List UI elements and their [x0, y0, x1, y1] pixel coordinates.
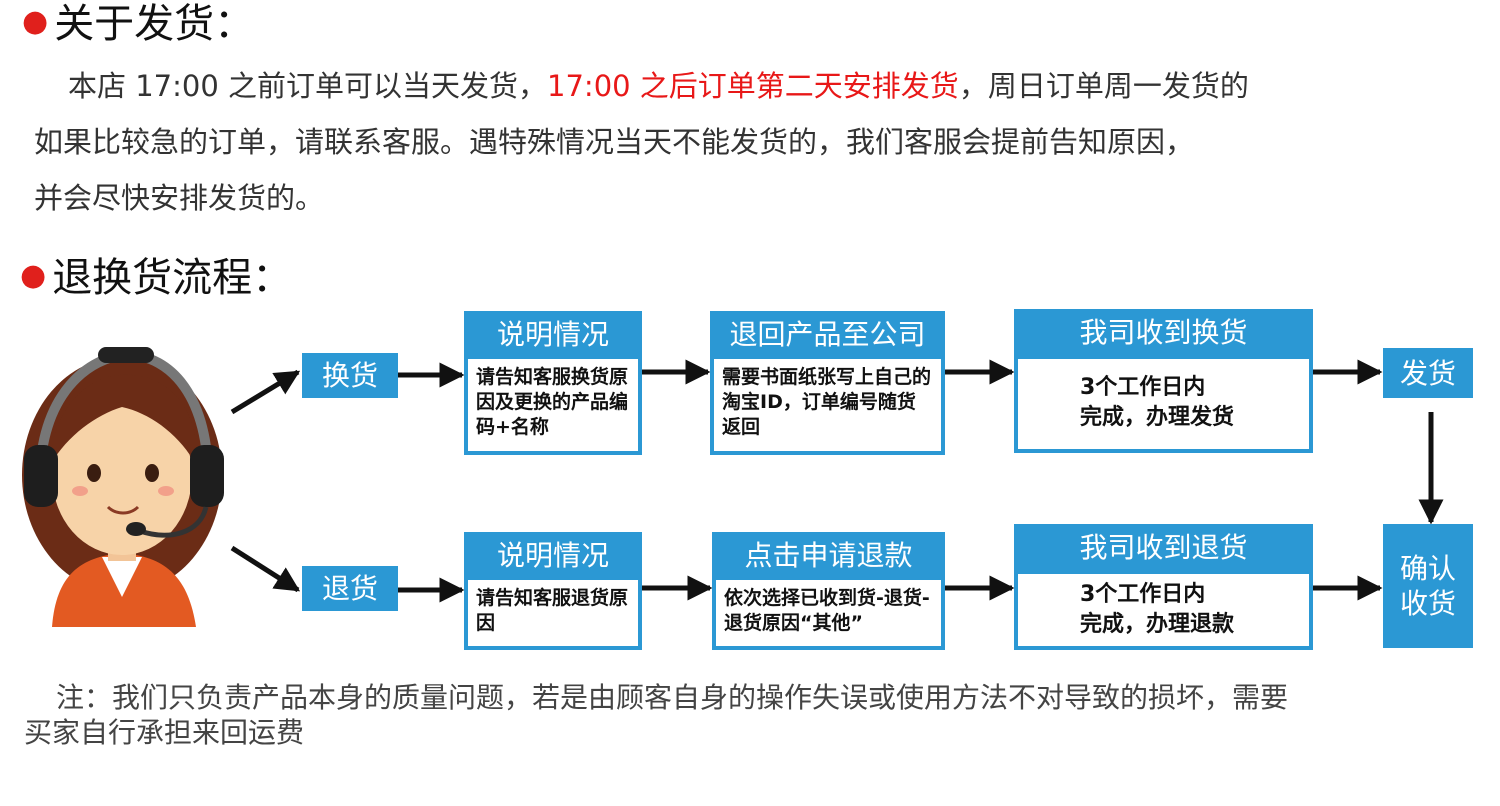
confirm-tag-line-1: 确认	[1399, 552, 1456, 585]
step-body: 3个工作日内 完成，办理退款	[1018, 574, 1309, 646]
confirm-receipt-tag: 确认 收货	[1383, 524, 1473, 648]
confirm-tag-line-2: 收货	[1399, 587, 1456, 620]
ship-tag: 发货	[1383, 348, 1473, 398]
note-line-1: 注：我们只负责产品本身的质量问题，若是由顾客自身的操作失误或使用方法不对导致的损…	[56, 681, 1289, 714]
step-body-line-2: 完成，办理发货	[1080, 405, 1235, 430]
step-body: 请告知客服换货原因及更换的产品编码+名称	[468, 359, 638, 451]
shipping-line-1-b: ，周日订单周一发货的	[958, 69, 1249, 103]
process-heading-text: 退换货流程：	[52, 255, 293, 301]
return-step-apply-refund: 点击申请退款 依次选择已收到货-退货-退货原因“其他”	[712, 532, 945, 650]
return-tag: 退货	[302, 566, 398, 611]
step-title: 退回产品至公司	[729, 318, 926, 351]
bullet-icon: ●	[20, 258, 47, 293]
shipping-line-3: 并会尽快安排发货的。	[34, 181, 325, 215]
shipping-heading: ●关于发货：	[22, 4, 254, 44]
exchange-step-return-product: 退回产品至公司 需要书面纸张写上自己的淘宝ID，订单编号随货返回	[710, 311, 945, 455]
step-body-line-2: 完成，办理退款	[1080, 612, 1235, 637]
step-body-line-1: 3个工作日内	[1080, 582, 1206, 607]
step-title: 点击申请退款	[744, 539, 913, 572]
arrow-right-icon	[230, 369, 301, 415]
arrow-right-icon	[230, 545, 301, 593]
shipping-line-1: 本店 17:00 之前订单可以当天发货，17:00 之后订单第二天安排发货，周日…	[34, 58, 1249, 114]
bullet-icon: ●	[22, 4, 49, 39]
customer-service-agent-illustration	[22, 347, 224, 627]
return-step-received: 我司收到退货 3个工作日内 完成，办理退款	[1014, 524, 1313, 650]
step-body: 需要书面纸张写上自己的淘宝ID，订单编号随货返回	[714, 359, 941, 451]
step-body: 请告知客服退货原因	[468, 580, 638, 646]
shipping-heading-text: 关于发货：	[54, 1, 255, 47]
note-line-2: 买家自行承担来回运费	[24, 716, 305, 749]
return-step-explain: 说明情况 请告知客服退货原因	[464, 532, 642, 650]
step-title: 我司收到退货	[1079, 531, 1248, 564]
shipping-line-1-red: 17:00 之后订单第二天安排发货	[547, 69, 959, 103]
shipping-line-1-a: 本店 17:00 之前订单可以当天发货，	[68, 69, 548, 103]
step-body-line-1: 3个工作日内	[1080, 375, 1206, 400]
step-body: 3个工作日内 完成，办理发货	[1018, 359, 1309, 449]
step-title: 说明情况	[496, 539, 609, 572]
exchange-tag: 换货	[302, 353, 398, 398]
step-title: 我司收到换货	[1079, 316, 1248, 349]
note: 注：我们只负责产品本身的质量问题，若是由顾客自身的操作失误或使用方法不对导致的损…	[24, 680, 1494, 750]
step-body: 依次选择已收到货-退货-退货原因“其他”	[716, 580, 941, 646]
exchange-step-explain: 说明情况 请告知客服换货原因及更换的产品编码+名称	[464, 311, 642, 455]
shipping-line-2: 如果比较急的订单，请联系客服。遇特殊情况当天不能发货的，我们客服会提前告知原因，	[34, 125, 1195, 159]
process-heading: ●退换货流程：	[20, 258, 292, 298]
step-title: 说明情况	[496, 318, 609, 351]
exchange-step-received: 我司收到换货 3个工作日内 完成，办理发货	[1014, 309, 1313, 453]
